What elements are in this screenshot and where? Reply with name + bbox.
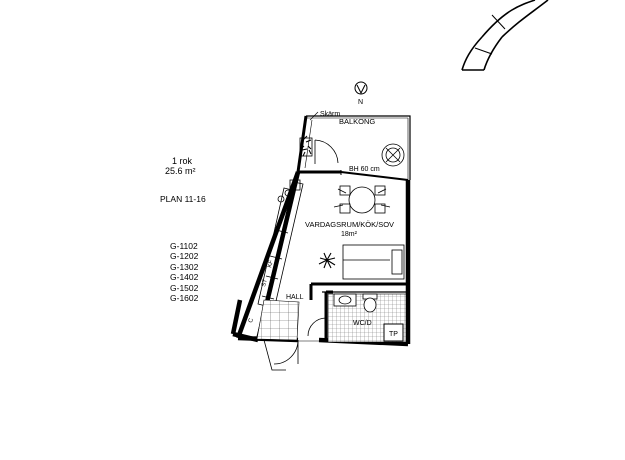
unit-id: G-1102 (170, 241, 198, 251)
balcony-plant (299, 135, 313, 157)
closet-label: C (248, 317, 255, 323)
balcony-table (381, 143, 405, 167)
drying-cabinet (383, 323, 404, 342)
apartment-area: 25.6 m² (165, 166, 196, 176)
dining-table (333, 185, 391, 214)
unit-id: G-1602 (170, 293, 199, 304)
living-room-area: 18m² (341, 231, 358, 238)
bed (342, 244, 405, 280)
bathroom-door (307, 317, 327, 337)
apartment-type: 1 rok (172, 156, 193, 166)
balcony-label: BALKONG (339, 117, 375, 126)
drying-cabinet-label: TP (389, 331, 398, 338)
railing-height-label: BH 60 cm (349, 166, 380, 173)
wardrobe-label: ST (261, 278, 269, 287)
unit-id: G-1302 (170, 261, 199, 272)
indoor-plant (318, 252, 336, 269)
toilet (362, 293, 378, 313)
balcony-door (314, 139, 339, 164)
screen-label: Skärm (320, 111, 340, 118)
washbasin (333, 293, 357, 307)
living-room-label: VARDAGSRUM/KÖK/SOV (305, 220, 394, 229)
hall-label: HALL (286, 294, 304, 301)
fridge-freezer-label: KF (267, 259, 275, 268)
compass-north-label: N (358, 99, 363, 106)
hall-entry-tiles (256, 299, 300, 341)
curved-path-decoration (461, 0, 549, 71)
north-compass: N (354, 81, 368, 106)
entrance-door (263, 339, 319, 371)
unit-id: G-1502 (170, 282, 199, 293)
unit-id: G-1402 (170, 272, 199, 283)
unit-list: G-1102 G-1202 G-1302 G-1402 G-1502 G-160… (170, 241, 198, 303)
unit-id: G-1202 (170, 251, 199, 262)
wc-label: WC/D (353, 320, 372, 327)
plan-floors: PLAN 11-16 (160, 194, 206, 204)
balcony (296, 111, 411, 180)
